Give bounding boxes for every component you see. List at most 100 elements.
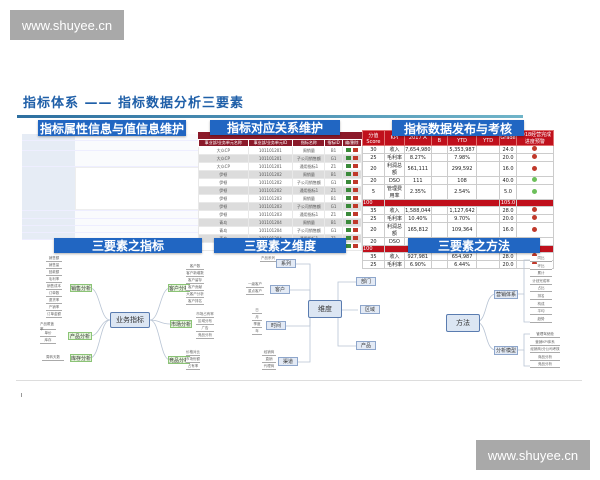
delete-button[interactable] [352, 196, 358, 200]
mindmap-leaf[interactable]: 平均 [530, 309, 552, 316]
edit-button[interactable] [345, 220, 351, 224]
edit-button[interactable] [345, 212, 351, 216]
mindmap-leaf[interactable]: 趋势 [530, 316, 552, 323]
mindmap-leaf[interactable]: 广告 [196, 326, 214, 332]
delete-button[interactable] [352, 180, 358, 184]
delete-button[interactable] [352, 164, 358, 168]
mindmap-leaf[interactable]: 构成 [530, 301, 552, 308]
branch-model[interactable]: 分析模型 [494, 346, 518, 355]
branch-dept[interactable]: 部门 [356, 277, 376, 286]
mindmap-leaf[interactable]: 经销商 [262, 350, 276, 356]
mindmap-leaf[interactable]: 订单数 [46, 291, 62, 297]
delete-button[interactable] [352, 244, 358, 248]
mindmap-leaf[interactable]: 订单金额 [46, 312, 62, 318]
mindmap-leaf[interactable]: 销售成本 [46, 284, 62, 290]
branch-product-dim[interactable]: 产品 [356, 341, 376, 350]
mindmap-leaf[interactable]: 经销商/分公司考核 [530, 347, 560, 354]
mindmap-leaf[interactable]: 市场份额 [186, 357, 200, 363]
branch-marketing[interactable]: 营销体系 [494, 290, 518, 299]
branch-sales[interactable]: 销售分析 [70, 284, 92, 292]
delete-button[interactable] [352, 204, 358, 208]
mindmap-leaf[interactable]: 季度 [252, 322, 262, 328]
mindmap-leaf[interactable]: 产品系列 [260, 256, 276, 262]
mindmap-leaf[interactable]: 库存 [40, 338, 56, 344]
delete-button[interactable] [352, 172, 358, 176]
delete-button[interactable] [352, 236, 358, 240]
edit-button[interactable] [345, 148, 351, 152]
branch-time[interactable]: 时间 [266, 321, 286, 330]
branch-product[interactable]: 产品分析 [68, 332, 92, 340]
branch-channel[interactable]: 渠道 [278, 357, 298, 366]
mindmap-leaf[interactable]: 营销KPI体系 [530, 339, 560, 346]
branch-stock[interactable]: 库存分析 [70, 354, 92, 362]
methods-center[interactable]: 方法 [446, 314, 480, 332]
mindmap-leaf[interactable]: 同比 [530, 256, 552, 262]
mindmap-leaf[interactable]: 占有率 [186, 364, 200, 370]
dimensions-center[interactable]: 维度 [308, 300, 342, 318]
mindmap-leaf[interactable]: 月 [252, 315, 262, 321]
delete-button[interactable] [352, 228, 358, 232]
mindmap-leaf[interactable]: 退货率 [46, 298, 62, 304]
delete-button[interactable] [352, 212, 358, 216]
mindmap-leaf[interactable]: 日 [252, 308, 262, 314]
mindmap-leaf[interactable]: 重点客户 [246, 289, 264, 295]
mindmap-leaf[interactable]: 产销率 [46, 305, 62, 311]
mindmap-leaf[interactable]: 市场占有率 [196, 312, 214, 318]
mindmap-leaf[interactable]: 排名 [530, 294, 552, 300]
mindmap-leaf[interactable]: 代理商 [262, 364, 276, 370]
mindmap-leaf[interactable]: 客户贡献 [186, 285, 204, 291]
edit-button[interactable] [345, 244, 351, 248]
branch-market[interactable]: 市场分析 [170, 320, 192, 328]
branch-series[interactable]: 系列 [276, 259, 296, 268]
mindmap-leaf[interactable]: 一级客户 [246, 282, 264, 288]
mindmap-leaf[interactable]: 回款额 [46, 270, 62, 276]
edit-button[interactable] [345, 164, 351, 168]
mindmap-leaf[interactable]: 客户新增数 [186, 271, 204, 277]
edit-button[interactable] [345, 196, 351, 200]
delete-button[interactable] [352, 156, 358, 160]
mindmap-leaf[interactable]: 直销 [262, 357, 276, 363]
edit-button[interactable] [345, 188, 351, 192]
mindmap-leaf[interactable]: 产品覆盖率 [40, 321, 56, 331]
edit-button[interactable] [345, 228, 351, 232]
mindmap-leaf[interactable]: 毛利率 [46, 277, 62, 283]
mindmap-leaf[interactable]: 客户留存 [186, 278, 204, 284]
delete-button[interactable] [352, 188, 358, 192]
mindmap-leaf[interactable]: 客户排名 [186, 299, 204, 305]
branch-region[interactable]: 区域 [360, 305, 380, 314]
mindmap-leaf[interactable]: 年 [252, 329, 262, 335]
edit-button[interactable] [345, 236, 351, 240]
mindmap-leaf[interactable]: 价格对比 [186, 350, 200, 356]
edit-button[interactable] [345, 172, 351, 176]
mindmap-leaf[interactable]: 累计 [530, 271, 552, 278]
mindmap-leaf[interactable]: 区域分布 [196, 319, 214, 325]
indicators-center[interactable]: 业务指标 [110, 312, 150, 328]
edit-button[interactable] [345, 180, 351, 184]
branch-customer-dim[interactable]: 客户 [270, 285, 290, 294]
mindmap-leaf[interactable]: 销售额 [46, 256, 62, 262]
delete-button[interactable] [352, 148, 358, 152]
delete-button[interactable] [352, 220, 358, 224]
mindmap-leaf[interactable]: 环比 [530, 263, 552, 270]
mindmap-leaf[interactable]: 商品分析 [530, 354, 560, 361]
mindmap-leaf[interactable]: 客户数 [186, 264, 204, 270]
mindmap-leaf[interactable]: 竞品分析 [196, 333, 214, 339]
mindmap-leaf[interactable]: 大客户分析 [186, 292, 204, 298]
mindmap-leaf[interactable]: 占比 [530, 286, 552, 293]
mindmap-leaf[interactable]: 单价 [40, 331, 56, 337]
mindmap-leaf[interactable]: 周转天数 [42, 355, 64, 361]
mindmap-leaf[interactable]: 销售量 [46, 263, 62, 269]
edit-button[interactable] [345, 156, 351, 160]
mindmap-leaf[interactable]: 竞品分析 [530, 362, 560, 369]
edit-button[interactable] [345, 204, 351, 208]
